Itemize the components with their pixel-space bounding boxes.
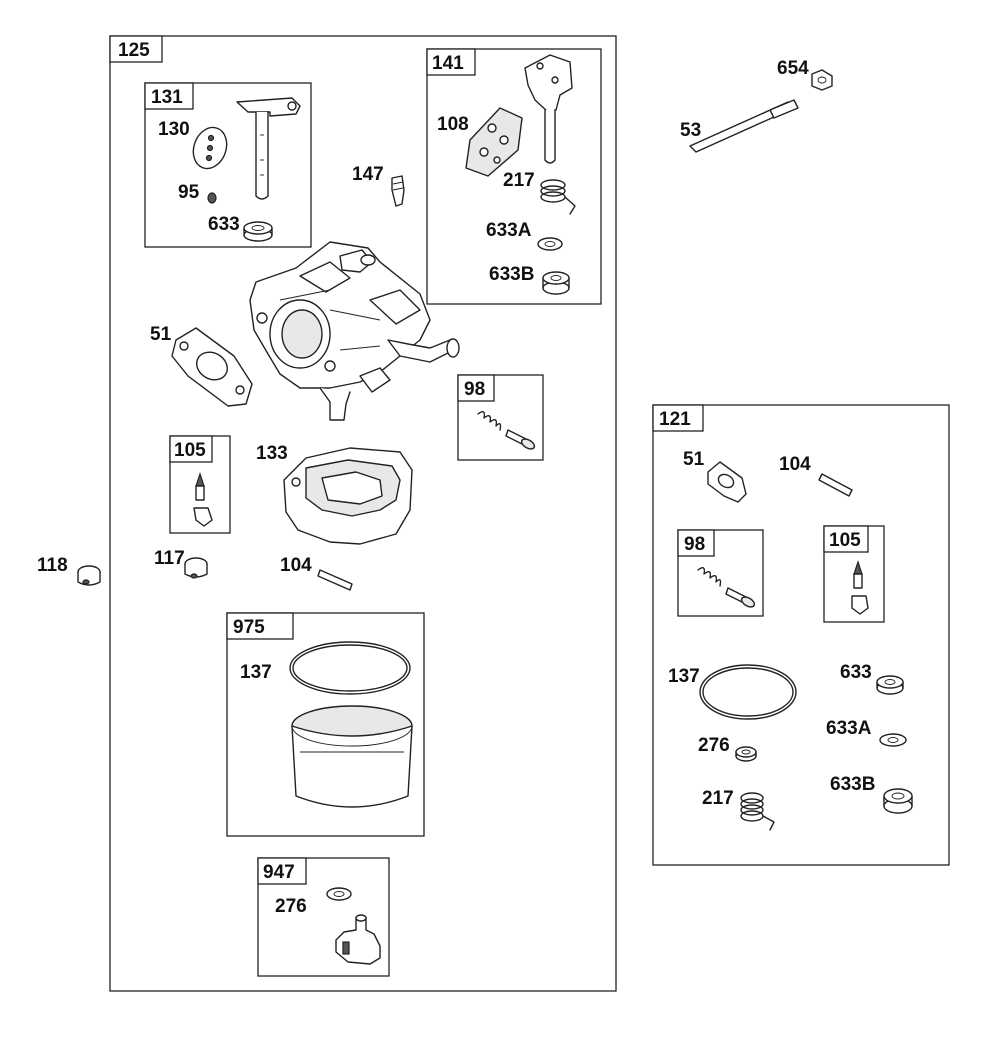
spring-screw-98-kit121	[697, 567, 756, 608]
needle-valve-105	[193, 472, 213, 527]
spring-217-kit141	[540, 179, 576, 215]
solenoid-947	[335, 914, 381, 965]
kit-131-tag: 131	[151, 87, 183, 108]
o-ring-137-kit975	[289, 641, 411, 695]
kit-98-tag: 98	[464, 379, 485, 400]
gasket-51	[171, 327, 253, 407]
pin-104	[317, 569, 353, 591]
label-133: 133	[256, 443, 288, 464]
o-ring-137-kit121	[699, 664, 797, 720]
kit-947-box: 947	[257, 857, 390, 977]
kit-121-tag: 121	[659, 409, 691, 430]
throttle-plate-130	[192, 126, 228, 170]
kit-975-tag: 975	[233, 617, 265, 638]
washer-633A-kit121	[879, 733, 907, 747]
pin-104-kit121	[818, 473, 853, 497]
label-654: 654	[777, 58, 809, 79]
float-133	[283, 447, 413, 545]
kit-975-box: 975	[226, 612, 425, 837]
washer-276-kit121	[735, 746, 757, 762]
gasket-51-kit121	[707, 461, 747, 503]
choke-plate-108	[465, 107, 523, 177]
label-51-kit121: 51	[683, 449, 705, 470]
washer-633A-kit141	[537, 237, 563, 251]
bowl-975	[291, 705, 413, 808]
spring-217-kit121	[740, 792, 775, 831]
label-95: 95	[178, 182, 200, 203]
jet-118	[77, 565, 101, 586]
label-118: 118	[37, 555, 68, 576]
label-137-kit121: 137	[668, 666, 700, 687]
label-104-kit121: 104	[779, 454, 811, 475]
label-217-kit121: 217	[702, 788, 734, 809]
kit-98-kit121-box: 98	[677, 529, 764, 617]
kit-105-box: 105	[169, 435, 231, 534]
washer-633B-kit141	[542, 271, 570, 295]
label-633B-kit121: 633B	[830, 774, 875, 795]
label-633B: 633B	[489, 264, 534, 285]
label-217: 217	[503, 170, 535, 191]
screw-95	[207, 192, 217, 204]
kit-131-box: 131	[144, 82, 312, 248]
label-130: 130	[158, 119, 190, 140]
kit-125-box: 125	[109, 35, 617, 992]
kit-98-box: 98	[457, 374, 544, 461]
kit-121-box: 121	[652, 404, 950, 866]
kit-105-tag: 105	[174, 440, 206, 461]
label-117: 117	[154, 548, 185, 569]
washer-276-kit947	[326, 887, 352, 901]
label-276-kit121: 276	[698, 735, 730, 756]
label-633A-kit121: 633A	[826, 718, 872, 739]
kit-105-kit121-tag: 105	[829, 530, 861, 551]
label-104: 104	[280, 555, 312, 576]
throttle-shaft-131	[236, 97, 301, 200]
label-51: 51	[150, 324, 172, 345]
label-276: 276	[275, 896, 307, 917]
kit-141-tag: 141	[432, 53, 464, 74]
kit-98-kit121-tag: 98	[684, 534, 705, 555]
spring-screw-98	[477, 411, 536, 450]
label-137: 137	[240, 662, 272, 683]
washer-633B-kit121	[883, 788, 913, 814]
shaft-53	[689, 99, 799, 153]
label-53: 53	[680, 120, 701, 141]
label-147: 147	[352, 164, 384, 185]
kit-141-box: 141	[426, 48, 602, 305]
choke-shaft-141	[524, 54, 573, 164]
nut-654	[811, 69, 833, 91]
carburetor-body	[249, 241, 460, 421]
label-633: 633	[208, 214, 240, 235]
washer-633-kit121	[876, 675, 904, 695]
label-633A: 633A	[486, 220, 532, 241]
kit-125-tag: 125	[118, 40, 150, 61]
main-jet-117	[184, 557, 208, 579]
idle-screw-147	[391, 175, 405, 207]
label-108: 108	[437, 114, 469, 135]
label-633-kit121: 633	[840, 662, 872, 683]
kit-105-kit121-box: 105	[823, 525, 885, 623]
kit-947-tag: 947	[263, 862, 295, 883]
washer-633-kit131	[243, 221, 273, 242]
needle-valve-105-kit121	[851, 560, 869, 615]
